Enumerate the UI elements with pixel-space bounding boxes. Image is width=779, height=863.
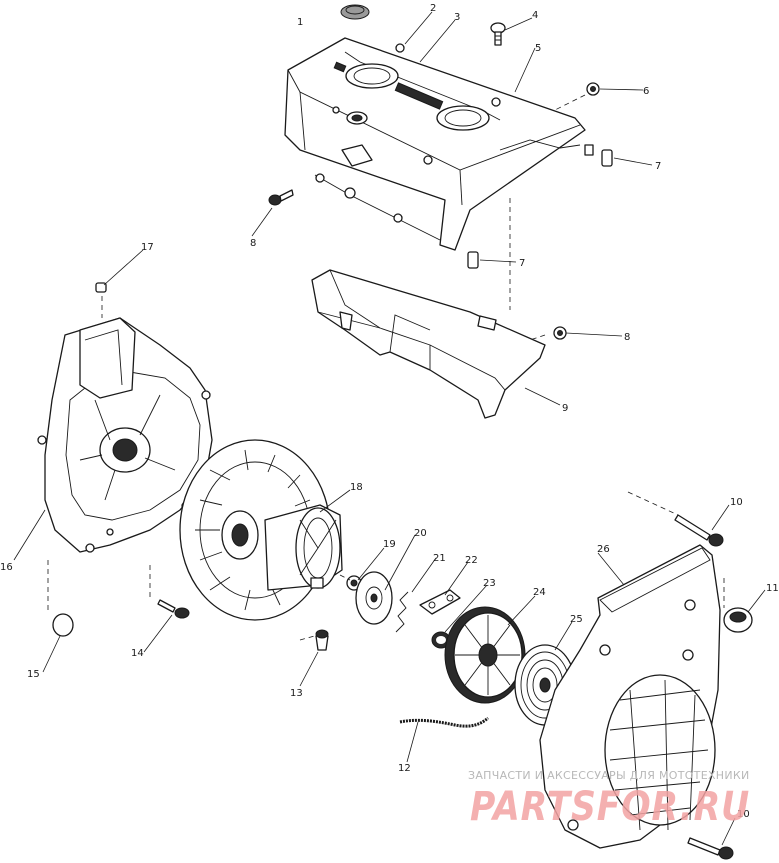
callout-11: 11 <box>766 583 779 594</box>
nut-part-6 <box>586 82 600 96</box>
callout-21: 21 <box>433 553 446 564</box>
callout-7-upper: 7 <box>655 161 661 172</box>
callout-5: 5 <box>535 43 541 54</box>
starter-housing-part <box>539 544 721 849</box>
callout-8-upper: 8 <box>250 238 256 249</box>
plug-part-15 <box>52 613 74 637</box>
callout-23: 23 <box>483 578 496 589</box>
callout-15: 15 <box>27 669 40 680</box>
callout-4: 4 <box>532 10 538 21</box>
callout-16: 16 <box>0 562 13 573</box>
callout-1: 1 <box>297 17 303 28</box>
callout-10-lower: 10 <box>737 809 750 820</box>
callout-13: 13 <box>290 688 303 699</box>
callout-25: 25 <box>570 614 583 625</box>
watermark: ЗАПЧАСТИ И АКСЕССУАРЫ ДЛЯ МОТОТЕХНИКИ PA… <box>468 769 750 830</box>
washer-part-20 <box>355 571 393 625</box>
starter-rope-part <box>399 716 489 728</box>
spring-part-21 <box>395 591 409 633</box>
bolt-part-4 <box>490 22 506 46</box>
cooling-shroud-part <box>284 37 594 251</box>
callout-20: 20 <box>414 528 427 539</box>
watermark-logo: PARTSFOR.RU <box>470 784 750 830</box>
pawl-part-22 <box>419 589 461 615</box>
callout-17: 17 <box>141 242 154 253</box>
callout-18: 18 <box>350 482 363 493</box>
bolt-part-14 <box>157 599 190 619</box>
callout-12: 12 <box>398 763 411 774</box>
clip-part-7 <box>467 149 613 269</box>
callout-24: 24 <box>533 587 546 598</box>
callout-22: 22 <box>465 555 478 566</box>
rope-pulley-part <box>444 606 526 704</box>
filler-cap-part <box>340 4 370 20</box>
callout-19: 19 <box>383 539 396 550</box>
screw-part-17 <box>95 282 107 293</box>
watermark-caption: ЗАПЧАСТИ И АКСЕССУАРЫ ДЛЯ МОТОТЕХНИКИ <box>468 769 750 782</box>
bolt-part-8 <box>268 189 294 206</box>
callout-6: 6 <box>643 86 649 97</box>
callout-3: 3 <box>454 12 460 23</box>
callout-numbers: 1 2 3 4 5 6 7 7 8 8 9 10 10 11 12 13 14 … <box>0 3 779 820</box>
callout-7-lower: 7 <box>519 258 525 269</box>
assembly-lines <box>47 94 725 641</box>
bolt-part-13 <box>315 629 329 651</box>
fan-housing-part <box>37 317 213 553</box>
callout-26: 26 <box>597 544 610 555</box>
callout-9: 9 <box>562 403 568 414</box>
starter-pulley-part <box>264 504 343 591</box>
grommet-part-11 <box>723 607 753 633</box>
callout-8-lower: 8 <box>624 332 630 343</box>
leader-lines <box>13 11 766 846</box>
bolt-part-10 <box>674 514 734 860</box>
callout-14: 14 <box>131 648 144 659</box>
air-duct-part <box>311 269 567 419</box>
callout-2: 2 <box>430 3 436 14</box>
callout-10-upper: 10 <box>730 497 743 508</box>
